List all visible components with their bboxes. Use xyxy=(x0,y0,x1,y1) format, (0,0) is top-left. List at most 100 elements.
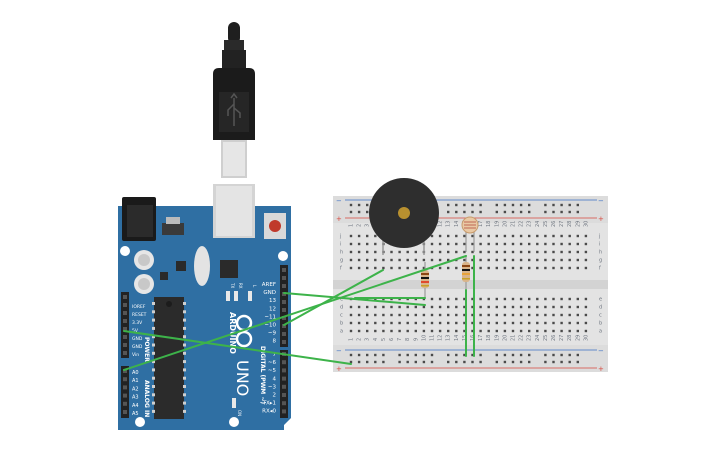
breadboard-hole[interactable] xyxy=(463,329,466,333)
breadboard-hole[interactable] xyxy=(519,266,523,270)
breadboard-hole[interactable] xyxy=(536,321,539,325)
breadboard-hole[interactable] xyxy=(536,242,539,246)
breadboard-hole[interactable] xyxy=(471,353,474,357)
breadboard-hole[interactable] xyxy=(552,305,555,309)
breadboard-hole[interactable] xyxy=(366,313,369,317)
breadboard-hole[interactable] xyxy=(406,313,409,317)
breadboard-hole[interactable] xyxy=(519,203,523,207)
breadboard-hole[interactable] xyxy=(438,242,442,246)
breadboard-hole[interactable] xyxy=(374,305,377,309)
breadboard-hole[interactable] xyxy=(390,313,393,317)
breadboard-hole[interactable] xyxy=(479,313,482,317)
header-hole[interactable] xyxy=(282,276,286,280)
breadboard-hole[interactable] xyxy=(528,321,531,325)
breadboard-hole[interactable] xyxy=(584,250,588,254)
breadboard-hole[interactable] xyxy=(447,321,450,325)
usb-cable[interactable] xyxy=(213,22,255,178)
breadboard-hole[interactable] xyxy=(487,329,490,333)
header-hole[interactable] xyxy=(282,376,286,381)
breadboard-hole[interactable] xyxy=(357,258,361,262)
breadboard-hole[interactable] xyxy=(479,250,482,254)
photoresistor[interactable] xyxy=(461,216,479,252)
breadboard-hole[interactable] xyxy=(447,258,450,262)
breadboard-hole[interactable] xyxy=(455,234,458,238)
breadboard-hole[interactable] xyxy=(560,234,563,238)
breadboard-hole[interactable] xyxy=(366,266,369,270)
breadboard-hole[interactable] xyxy=(430,258,434,262)
breadboard-hole[interactable] xyxy=(560,210,563,214)
breadboard-hole[interactable] xyxy=(471,242,474,246)
header-hole[interactable] xyxy=(123,335,127,339)
breadboard-hole[interactable] xyxy=(463,203,466,207)
breadboard-hole[interactable] xyxy=(422,266,426,270)
breadboard-hole[interactable] xyxy=(390,258,393,262)
breadboard-hole[interactable] xyxy=(495,305,498,309)
breadboard-hole[interactable] xyxy=(528,353,531,357)
breadboard-hole[interactable] xyxy=(366,234,369,238)
breadboard-hole[interactable] xyxy=(544,297,547,301)
breadboard-hole[interactable] xyxy=(463,210,466,214)
breadboard-hole[interactable] xyxy=(568,305,571,309)
breadboard-hole[interactable] xyxy=(544,258,547,262)
breadboard-hole[interactable] xyxy=(576,313,579,317)
breadboard-hole[interactable] xyxy=(519,234,523,238)
breadboard-hole[interactable] xyxy=(487,250,490,254)
breadboard-hole[interactable] xyxy=(455,360,458,364)
breadboard-hole[interactable] xyxy=(390,266,393,270)
breadboard-hole[interactable] xyxy=(357,353,361,357)
breadboard-hole[interactable] xyxy=(422,258,426,262)
header-hole[interactable] xyxy=(282,300,286,304)
breadboard-hole[interactable] xyxy=(366,329,369,333)
breadboard-hole[interactable] xyxy=(382,313,385,317)
wire-a0-to-photoresistor[interactable] xyxy=(123,255,467,371)
breadboard-hole[interactable] xyxy=(349,266,353,270)
breadboard-hole[interactable] xyxy=(357,250,361,254)
header-hole[interactable] xyxy=(282,284,286,288)
breadboard-hole[interactable] xyxy=(414,258,417,262)
breadboard-hole[interactable] xyxy=(584,321,588,325)
breadboard-hole[interactable] xyxy=(544,234,547,238)
breadboard-hole[interactable] xyxy=(406,305,409,309)
breadboard-hole[interactable] xyxy=(479,353,482,357)
breadboard-hole[interactable] xyxy=(430,305,434,309)
breadboard-hole[interactable] xyxy=(568,250,571,254)
breadboard-hole[interactable] xyxy=(349,360,353,364)
breadboard-hole[interactable] xyxy=(552,353,555,357)
breadboard-hole[interactable] xyxy=(422,353,426,357)
breadboard-hole[interactable] xyxy=(544,305,547,309)
breadboard-hole[interactable] xyxy=(503,203,507,207)
breadboard-hole[interactable] xyxy=(422,360,426,364)
breadboard-hole[interactable] xyxy=(528,313,531,317)
breadboard-hole[interactable] xyxy=(374,242,377,246)
breadboard-hole[interactable] xyxy=(568,266,571,270)
breadboard-hole[interactable] xyxy=(568,234,571,238)
header-hole[interactable] xyxy=(282,409,286,414)
breadboard-hole[interactable] xyxy=(511,258,515,262)
breadboard-hole[interactable] xyxy=(357,210,361,214)
breadboard-hole[interactable] xyxy=(430,360,434,364)
breadboard-hole[interactable] xyxy=(455,203,458,207)
breadboard-hole[interactable] xyxy=(430,234,434,238)
breadboard-hole[interactable] xyxy=(479,203,482,207)
breadboard-hole[interactable] xyxy=(511,203,515,207)
breadboard-hole[interactable] xyxy=(584,242,588,246)
breadboard-hole[interactable] xyxy=(487,242,490,246)
breadboard-hole[interactable] xyxy=(471,210,474,214)
breadboard-hole[interactable] xyxy=(552,329,555,333)
breadboard-hole[interactable] xyxy=(536,258,539,262)
breadboard-hole[interactable] xyxy=(487,266,490,270)
breadboard-hole[interactable] xyxy=(463,305,466,309)
breadboard-hole[interactable] xyxy=(503,353,507,357)
breadboard-hole[interactable] xyxy=(576,266,579,270)
breadboard-hole[interactable] xyxy=(503,305,507,309)
header-hole[interactable] xyxy=(282,316,286,320)
breadboard-hole[interactable] xyxy=(536,305,539,309)
breadboard-hole[interactable] xyxy=(511,360,515,364)
breadboard-hole[interactable] xyxy=(374,321,377,325)
breadboard-hole[interactable] xyxy=(487,321,490,325)
breadboard-hole[interactable] xyxy=(479,242,482,246)
breadboard-hole[interactable] xyxy=(560,297,563,301)
breadboard-hole[interactable] xyxy=(357,329,361,333)
breadboard-hole[interactable] xyxy=(366,203,369,207)
